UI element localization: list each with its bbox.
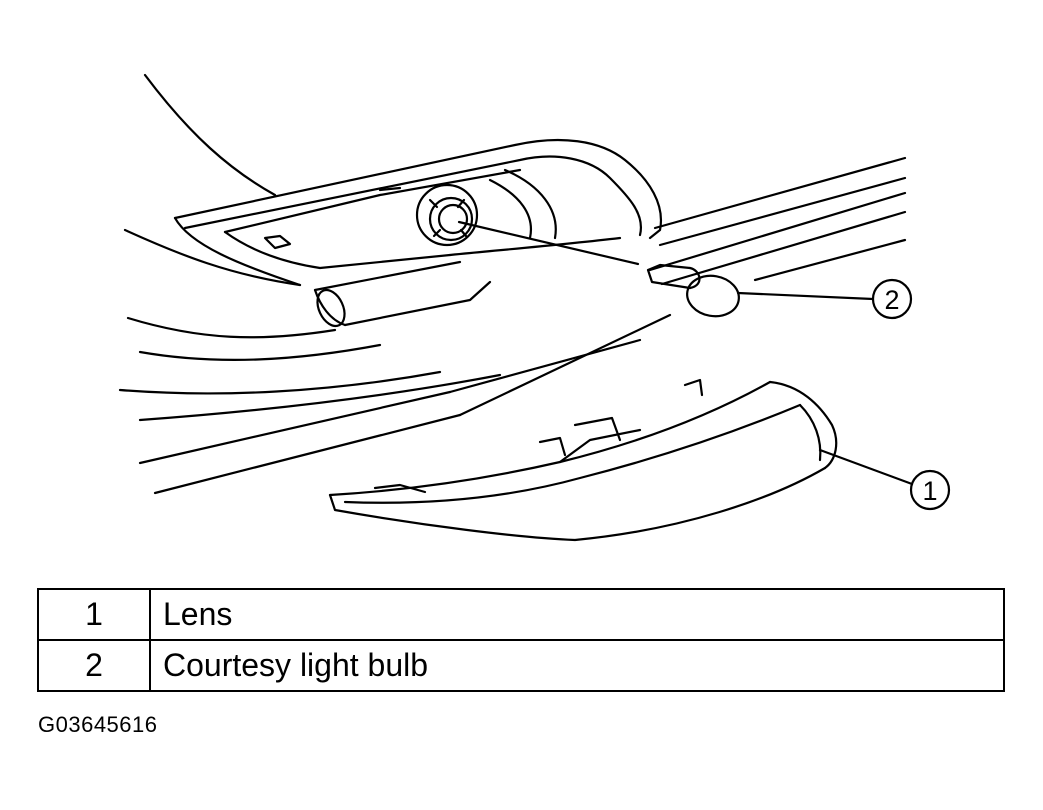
part-number: 2 bbox=[37, 639, 151, 692]
callout-1: 1 bbox=[818, 448, 951, 511]
part-description: Lens bbox=[149, 588, 1005, 641]
lamp-housing bbox=[173, 138, 663, 328]
lens-drawing bbox=[328, 378, 838, 542]
roof-panel-contours bbox=[118, 73, 907, 495]
part-number: 1 bbox=[37, 588, 151, 641]
courtesy-light-bulb-drawing bbox=[646, 263, 740, 318]
table-row: 2 Courtesy light bulb bbox=[37, 639, 1005, 692]
courtesy-light-exploded-view: 1 2 bbox=[118, 73, 951, 542]
parts-legend-table: 1 Lens 2 Courtesy light bulb bbox=[37, 588, 1005, 692]
part-description: Courtesy light bulb bbox=[149, 639, 1005, 692]
callout-1-number: 1 bbox=[922, 476, 937, 506]
callout-2-number: 2 bbox=[884, 285, 899, 315]
bulb-leader-line bbox=[457, 220, 640, 266]
table-row: 1 Lens bbox=[37, 588, 1005, 641]
bulb-socket bbox=[415, 183, 479, 247]
figure-id: G03645616 bbox=[38, 712, 158, 737]
callout-2: 2 bbox=[736, 278, 913, 320]
